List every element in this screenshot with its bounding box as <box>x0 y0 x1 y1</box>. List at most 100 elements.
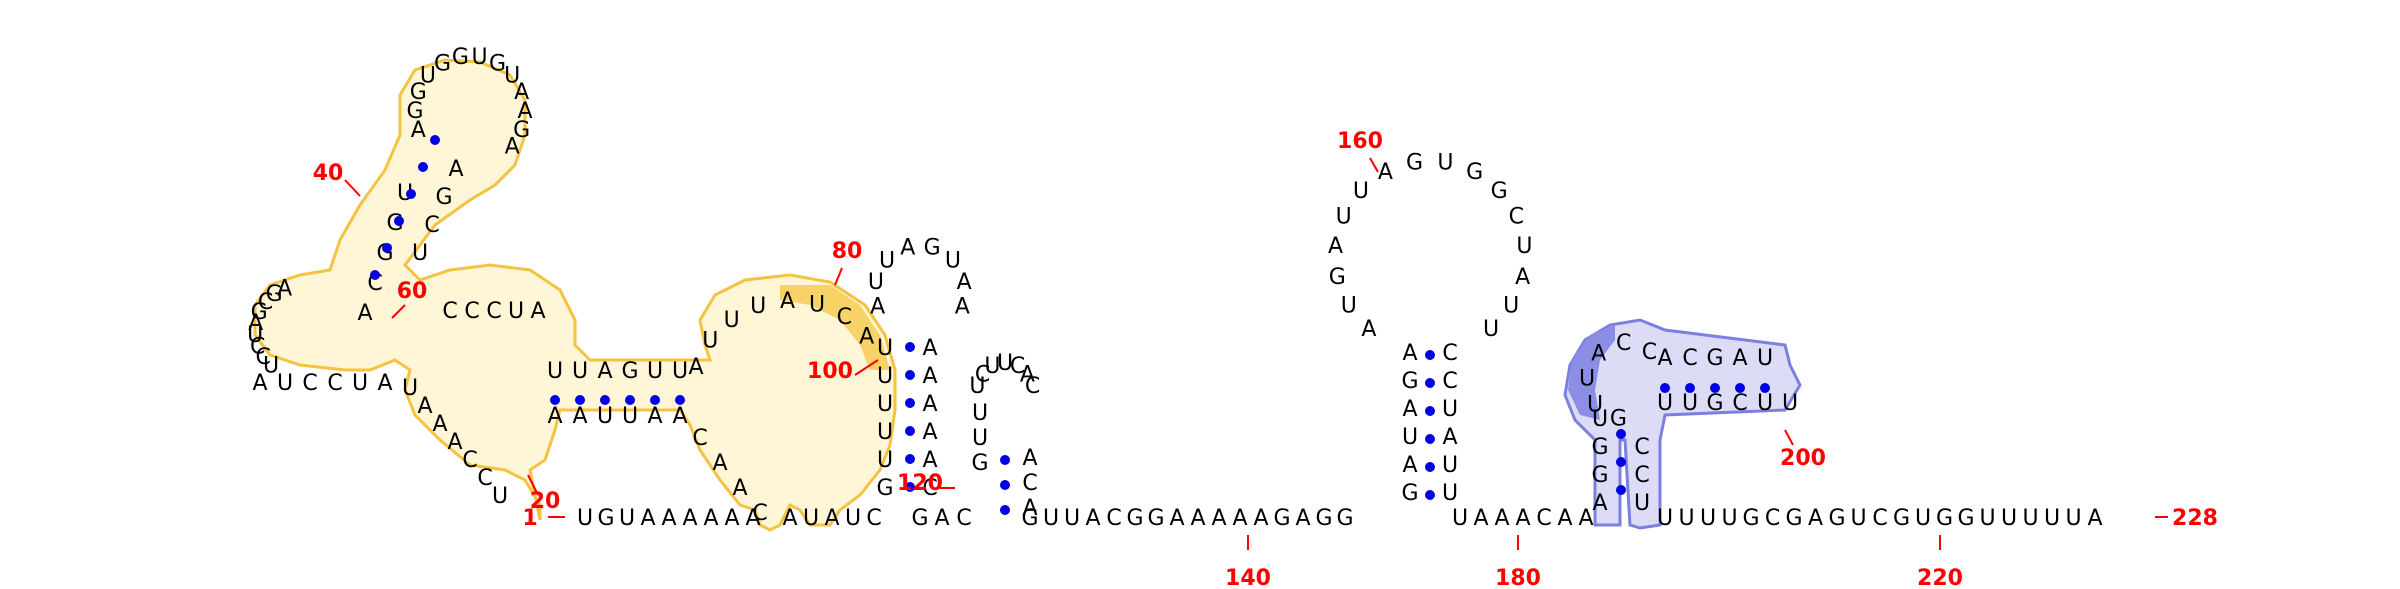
position-label-200: 200 <box>1780 446 1826 471</box>
base-pair-dot <box>905 370 915 380</box>
base-pair-dot <box>1735 383 1745 393</box>
baseline-base: A <box>1557 506 1572 531</box>
linker-base: A <box>1211 506 1226 531</box>
loop-base: U <box>1587 392 1603 417</box>
stem-base: A <box>357 301 372 326</box>
tail-5prime-base: A <box>661 506 676 531</box>
stem-base: U <box>277 371 293 396</box>
stem-base: A <box>1657 346 1672 371</box>
base-pair-dot <box>1425 490 1435 500</box>
baseline-base: U <box>1452 506 1468 531</box>
base-pair-dot <box>550 395 560 405</box>
hairpin-loop-base: U <box>879 248 895 273</box>
loop-base: A <box>248 311 263 336</box>
hairpin-loop-base: C <box>1509 204 1524 229</box>
stem-base: A <box>448 157 463 182</box>
linker-base: U <box>1064 506 1080 531</box>
stem-base: A <box>647 404 662 429</box>
linker-base: A <box>1295 506 1310 531</box>
tail-3prime-base: U <box>1979 506 1995 531</box>
tail-3prime-base: U <box>1678 506 1694 531</box>
stem-base: A <box>572 404 587 429</box>
hairpin-loop-base: C <box>1025 374 1040 399</box>
base-pair-dot <box>1425 434 1435 444</box>
hairpin-loop-base: A <box>955 294 970 319</box>
stem-base: U <box>1782 391 1798 416</box>
stem-base: G <box>876 476 893 501</box>
loop-base: A <box>859 325 874 350</box>
hairpin-loop-base: U <box>997 351 1013 376</box>
loop-base: U <box>724 308 740 333</box>
tail-3prime-base: G <box>1828 506 1845 531</box>
loop-base: A <box>688 355 703 380</box>
position-tick-20 <box>527 474 539 496</box>
loop-base: G <box>266 282 283 307</box>
base-pair-dot <box>1425 350 1435 360</box>
stem-base: C <box>1442 341 1457 366</box>
stem-base: A <box>377 371 392 396</box>
base-pair-dot <box>1425 378 1435 388</box>
hairpin-loop-base: U <box>1483 317 1499 342</box>
hairpin-loop-base: U <box>1341 293 1357 318</box>
stem-base: A <box>597 359 612 384</box>
baseline-base: U <box>845 506 861 531</box>
base-pair-dot <box>418 162 428 172</box>
loop-base: C <box>692 426 707 451</box>
loop-base: C <box>250 334 265 359</box>
loop-base: A <box>277 277 292 302</box>
base-pair-dot <box>1000 505 1010 515</box>
base-pair-layer <box>370 135 1770 515</box>
tail-3prime-base: A <box>1808 506 1823 531</box>
position-label-1: 1 <box>522 506 537 531</box>
stem-base: G <box>621 359 638 384</box>
stem-base: A <box>1402 397 1417 422</box>
tail-3prime-base: G <box>1785 506 1802 531</box>
hairpin-loop-base: U <box>1353 179 1369 204</box>
loop-base: A <box>780 289 795 314</box>
base-pair-dot <box>1760 383 1770 393</box>
stem-base: U <box>877 392 893 417</box>
highlight-region-blue <box>1563 318 1802 530</box>
stem-base: A <box>922 392 937 417</box>
position-tick-200 <box>1784 429 1794 446</box>
stem-base: U <box>972 426 988 451</box>
base-pair-dot <box>675 395 685 405</box>
stem-base: U <box>572 359 588 384</box>
hairpin-loop-base: U <box>1503 293 1519 318</box>
loop-base: U <box>263 353 279 378</box>
base-pair-dot <box>905 398 915 408</box>
hairpin-loop-base: G <box>513 118 530 143</box>
highlight-yellow-outline <box>253 58 897 532</box>
hairpin-loop-base: C <box>1010 354 1025 379</box>
hairpin-loop-base: A <box>411 118 426 143</box>
hairpin-loop-base: U <box>945 248 961 273</box>
stem-base: A <box>672 404 687 429</box>
loop-base: A <box>530 299 545 324</box>
loop-base: U <box>508 299 524 324</box>
tail-3prime-base: G <box>1893 506 1910 531</box>
baseline-base: A <box>824 506 839 531</box>
base-pair-dot <box>370 270 380 280</box>
tail-5prime-base: U <box>619 506 635 531</box>
stem-base: C <box>1634 463 1649 488</box>
base-pair-dot <box>394 216 404 226</box>
stem-base: U <box>647 359 663 384</box>
stem-base: A <box>447 430 462 455</box>
stem-base: A <box>1442 425 1457 450</box>
tail-5prime-base: A <box>745 506 760 531</box>
loop-base: G <box>1610 406 1627 431</box>
stem-base: G <box>1591 435 1608 460</box>
linker-base: G <box>1336 506 1353 531</box>
highlight-blue-outline <box>1563 318 1802 530</box>
linker-base: G <box>1021 506 1038 531</box>
baseline-base: C <box>956 506 971 531</box>
stem-base: C <box>302 371 317 396</box>
highlight-yellow-strong <box>780 285 890 370</box>
stem-base: A <box>1022 446 1037 471</box>
linker-base: G <box>1126 506 1143 531</box>
tail-3prime-base: C <box>1872 506 1887 531</box>
stem-base: U <box>397 181 413 206</box>
base-pair-dot <box>1000 455 1010 465</box>
tail-3prime-base: A <box>2087 506 2102 531</box>
base-pair-dot <box>905 426 915 436</box>
